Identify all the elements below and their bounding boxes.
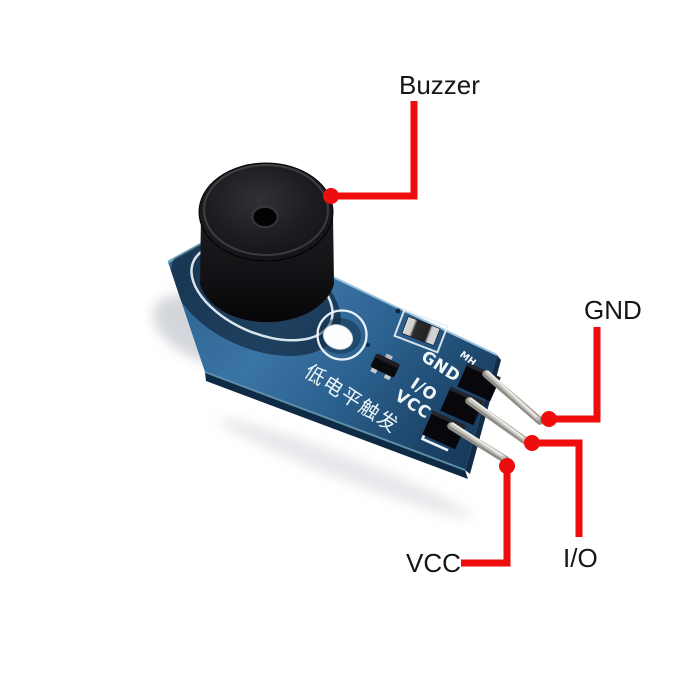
callout-dots xyxy=(323,188,557,474)
callout-dot-vcc xyxy=(499,458,515,474)
pin-gnd xyxy=(482,370,544,425)
transistor-body-top xyxy=(375,353,400,368)
callout-dot-io xyxy=(524,435,540,451)
resistor-silkscreen-outline xyxy=(393,308,449,354)
header-block-vcc xyxy=(422,410,466,450)
via-dot xyxy=(366,343,370,347)
pin-io xyxy=(465,397,531,446)
callout-line-gnd xyxy=(549,327,601,423)
transistor-body xyxy=(370,353,400,378)
transistor-leg xyxy=(384,353,393,362)
pcb-side-face xyxy=(205,372,468,479)
mounting-hole-opening xyxy=(322,324,354,350)
resistor-body xyxy=(401,316,441,346)
buzzer-component xyxy=(198,162,334,323)
callout-label-io: I/O xyxy=(563,543,598,573)
via-dot xyxy=(395,308,401,314)
mounting-hole-silkscreen-ring xyxy=(316,309,368,361)
callout-dot-gnd xyxy=(541,411,557,427)
header-pins xyxy=(447,370,544,464)
pcb-bottom-edge-highlight xyxy=(204,371,466,471)
buzzer-sound-hole xyxy=(251,206,279,228)
buzzer-top-rim-highlight xyxy=(203,164,329,256)
callout-lines xyxy=(331,101,601,567)
mounting-hole xyxy=(316,309,368,361)
smd-transistor xyxy=(370,353,400,381)
pin-vcc xyxy=(447,422,510,464)
header-block-io xyxy=(440,386,484,426)
callout-label-vcc: VCC xyxy=(406,548,461,578)
callout-label-gnd: GND xyxy=(584,295,642,325)
smd-resistor xyxy=(393,308,449,354)
callout-label-buzzer: Buzzer xyxy=(399,70,480,100)
callout-line-buzzer xyxy=(331,101,418,200)
callout-dot-buzzer xyxy=(323,188,339,204)
callout-line-io xyxy=(532,439,583,537)
callout-line-vcc xyxy=(461,466,511,567)
